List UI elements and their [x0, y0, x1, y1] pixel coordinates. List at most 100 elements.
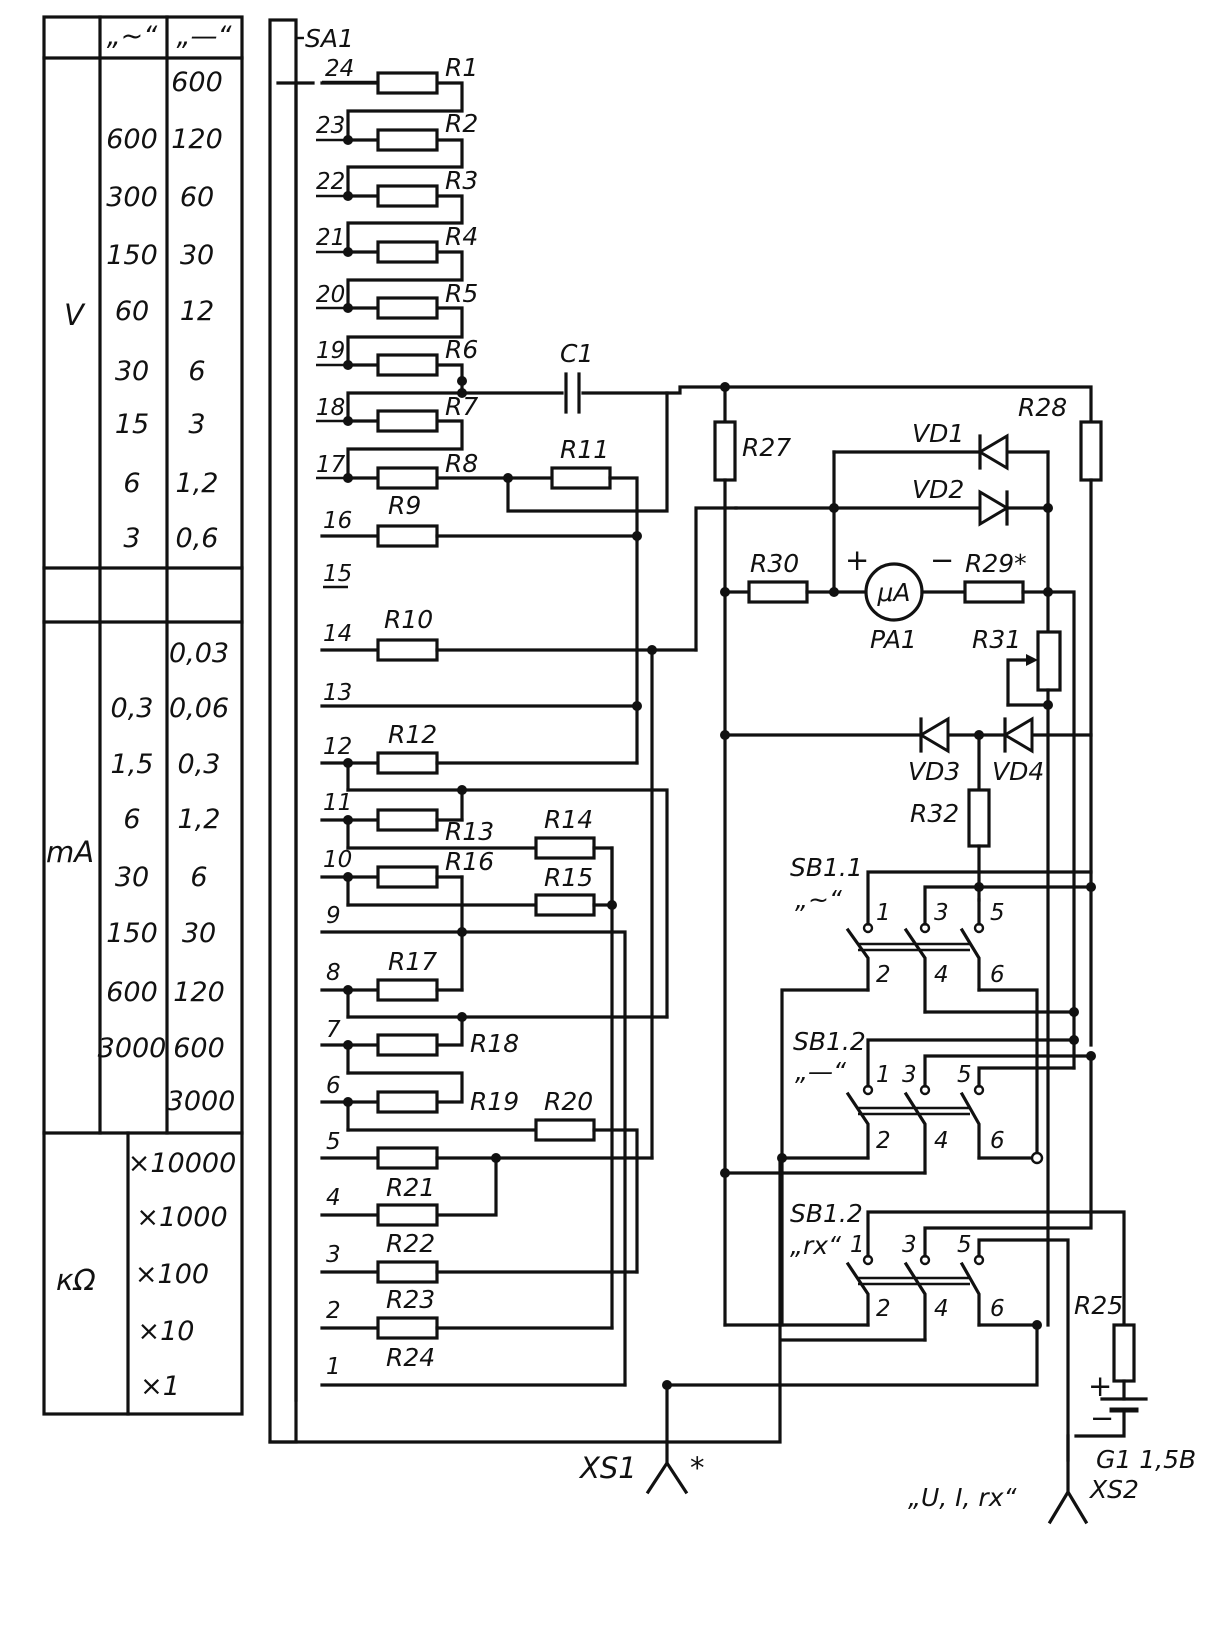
ohm-range-4: ×1	[140, 1371, 180, 1402]
pos-23: 23	[316, 113, 345, 139]
sb1-2-c2: 2	[876, 1128, 891, 1154]
label-r32: R32	[910, 799, 959, 828]
ma-dc-6: 120	[173, 977, 225, 1008]
meter-minus: −	[930, 543, 954, 577]
resistor-r12	[376, 751, 439, 775]
pos-8: 8	[326, 960, 341, 986]
ma-ac-6: 600	[106, 977, 158, 1008]
v-ac-4: 60	[115, 296, 149, 327]
sb1-3-c5: 5	[957, 1232, 972, 1258]
battery-section: R25 + − G1 1,5В XS2 „U, I, rx“	[908, 1291, 1196, 1525]
label-r3: R3	[445, 166, 478, 195]
resistor-r18	[376, 1033, 439, 1057]
xs2-connector	[1047, 1488, 1089, 1525]
label-r25: R25	[1074, 1291, 1123, 1320]
current-rows: 0,03 0,3 0,06 1,5 0,3 6 1,2 30 6 150 30 …	[98, 638, 236, 1117]
battery-minus: −	[1090, 1401, 1114, 1435]
ma-ac-4: 30	[115, 862, 149, 893]
battery-plus: +	[1088, 1369, 1112, 1403]
resistance-rows: ×10000 ×1000 ×100 ×10 ×1	[128, 1148, 237, 1402]
unit-volts: V	[64, 298, 86, 332]
label-r11: R11	[560, 435, 609, 464]
unit-milliamps: mA	[46, 835, 94, 869]
meter-plus: +	[845, 543, 869, 577]
pos-20: 20	[316, 282, 345, 308]
label-c1: C1	[560, 339, 593, 368]
resistor-r28	[1079, 420, 1103, 482]
label-r13: R13	[445, 817, 494, 846]
resistor-r30	[747, 580, 809, 604]
label-r16: R16	[445, 847, 494, 876]
ohm-range-2: ×100	[135, 1259, 209, 1290]
sb1-2-dc-button: SB1.2 „—“ 1 3 5 2 4 6	[720, 1027, 1096, 1178]
ohm-range-0: ×10000	[128, 1148, 237, 1179]
sb1-3-c2: 2	[876, 1296, 891, 1322]
ma-dc-0: 0,03	[169, 638, 229, 669]
sb1-1-c2: 2	[876, 962, 891, 988]
ma-dc-7: 600	[173, 1033, 225, 1064]
shunt-section: R9 R10 R12 R13 R14	[320, 491, 738, 1387]
label-r17: R17	[388, 947, 437, 976]
label-r2: R2	[445, 109, 478, 138]
resistor-r10	[376, 638, 439, 662]
pos-19: 19	[316, 338, 345, 364]
sb1-3-c3: 3	[902, 1232, 917, 1258]
sb1-3-label: SB1.2	[790, 1199, 863, 1228]
pos-21: 21	[316, 225, 345, 251]
pos-15: 15	[323, 561, 352, 587]
pos-17: 17	[316, 452, 346, 478]
pos-7: 7	[326, 1017, 341, 1043]
diode-vd2	[978, 489, 1010, 527]
label-vd2: VD2	[912, 475, 964, 504]
diode-vd3	[918, 716, 950, 754]
resistor-r5	[376, 296, 439, 320]
v-dc-5: 6	[188, 356, 205, 387]
pos-24: 24	[325, 56, 354, 82]
pos-3: 3	[326, 1242, 341, 1268]
sb1-1-c5: 5	[990, 900, 1005, 926]
diode-vd4	[1002, 716, 1034, 754]
header-dc: „—“	[177, 21, 233, 52]
sb1-3-c1: 1	[850, 1232, 865, 1258]
pos-4: 4	[326, 1185, 341, 1211]
ma-ac-3: 6	[123, 804, 140, 835]
resistor-r20	[534, 1118, 596, 1142]
sb1-2-c5: 5	[957, 1062, 972, 1088]
v-ac-1: 600	[106, 124, 158, 155]
v-dc-1: 120	[171, 124, 223, 155]
sb1-1-c6: 6	[990, 962, 1005, 988]
ma-dc-2: 0,3	[178, 749, 221, 780]
unit-kiloohms: кΩ	[56, 1263, 96, 1297]
resistor-r32	[967, 788, 991, 848]
label-r21: R21	[386, 1173, 435, 1202]
sb1-2-c1: 1	[876, 1062, 891, 1088]
table-frame	[42, 15, 244, 1416]
label-r30: R30	[750, 549, 799, 578]
resistor-r8	[376, 466, 439, 490]
pos-1: 1	[326, 1354, 341, 1380]
label-r15: R15	[544, 863, 593, 892]
resistor-r23	[376, 1260, 439, 1284]
pos-13: 13	[323, 680, 352, 706]
label-r23: R23	[386, 1285, 435, 1314]
sb1-3-c4: 4	[934, 1296, 949, 1322]
sb1-3-mode: „rx“	[790, 1231, 842, 1260]
sa1-label: SA1	[305, 24, 354, 53]
sb1-1-c3: 3	[934, 900, 949, 926]
label-pa1: PA1	[870, 625, 917, 654]
pos-5: 5	[326, 1129, 341, 1155]
header-ac: „~“	[107, 21, 159, 52]
pos-18: 18	[316, 395, 345, 421]
v-dc-6: 3	[188, 409, 205, 440]
label-r14: R14	[544, 805, 593, 834]
resistor-r15	[534, 893, 596, 917]
sb1-2-ohm-button: SB1.2 „rx“ 1 3 5 2 4 6	[723, 1054, 1126, 1462]
meter-symbol: μA	[876, 578, 910, 607]
pos-6: 6	[326, 1073, 341, 1099]
ma-dc-1: 0,06	[169, 693, 229, 724]
label-r8: R8	[445, 449, 478, 478]
ac-input-path: C1 R11	[460, 339, 669, 542]
resistor-r22	[376, 1203, 439, 1227]
resistor-r21	[376, 1146, 439, 1170]
v-ac-6: 15	[115, 409, 149, 440]
